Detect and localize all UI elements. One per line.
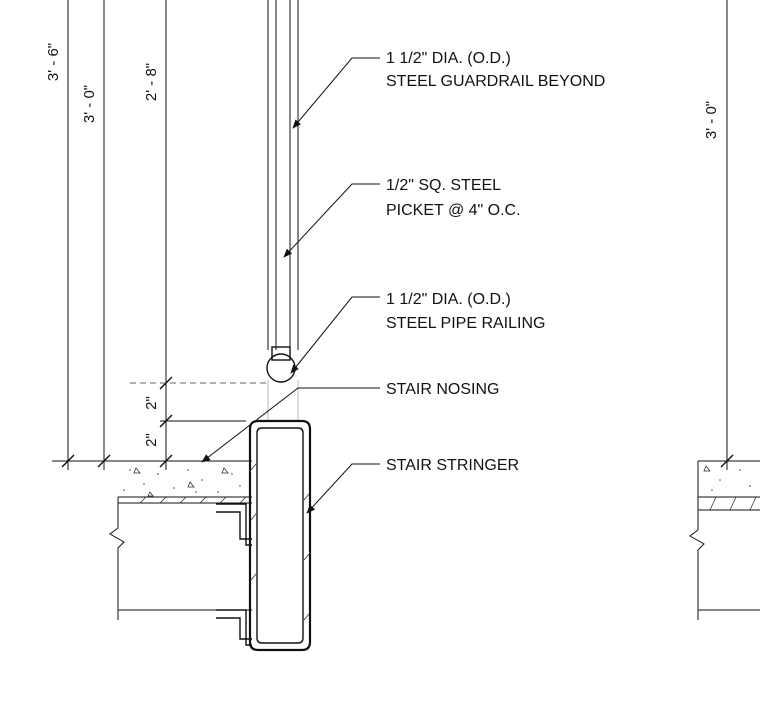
- dimension-nosing-lower: 2": [143, 433, 160, 447]
- dimension-rail-height: 2' - 8": [143, 63, 160, 101]
- dimension-guard-height: 3' - 0": [81, 85, 98, 123]
- note-pipe-railing-line2: STEEL PIPE RAILING: [386, 315, 545, 332]
- annotation-notes: 1 1/2" DIA. (O.D.) STEEL GUARDRAIL BEYON…: [386, 50, 605, 474]
- dimension-texts: 3' - 6" 3' - 0" 2' - 8" 2" 2" 3' - 0": [45, 43, 720, 447]
- note-stair-stringer: STAIR STRINGER: [386, 457, 519, 474]
- stair-support-structure: [109, 503, 252, 646]
- note-picket-line1: 1/2" SQ. STEEL: [386, 177, 501, 194]
- right-side-partial-section: [689, 460, 760, 620]
- stair-stringer-channel: [248, 419, 312, 652]
- concrete-tread: [117, 460, 252, 504]
- note-guardrail-line1: 1 1/2" DIA. (O.D.): [386, 50, 511, 67]
- dimension-overall-left: 3' - 6": [45, 43, 62, 81]
- note-stair-nosing: STAIR NOSING: [386, 381, 500, 398]
- note-pipe-railing-line1: 1 1/2" DIA. (O.D.): [386, 291, 511, 308]
- dimension-lines: [52, 0, 734, 470]
- pipe-railing: [266, 346, 296, 383]
- guardrail-verticals: [267, 0, 299, 420]
- leader-lines: [201, 57, 380, 514]
- note-picket-line2: PICKET @ 4" O.C.: [386, 202, 521, 219]
- dimension-guard-height-right: 3' - 0": [703, 101, 720, 139]
- note-guardrail-line2: STEEL GUARDRAIL BEYOND: [386, 73, 605, 90]
- dimension-nosing-upper: 2": [143, 396, 160, 410]
